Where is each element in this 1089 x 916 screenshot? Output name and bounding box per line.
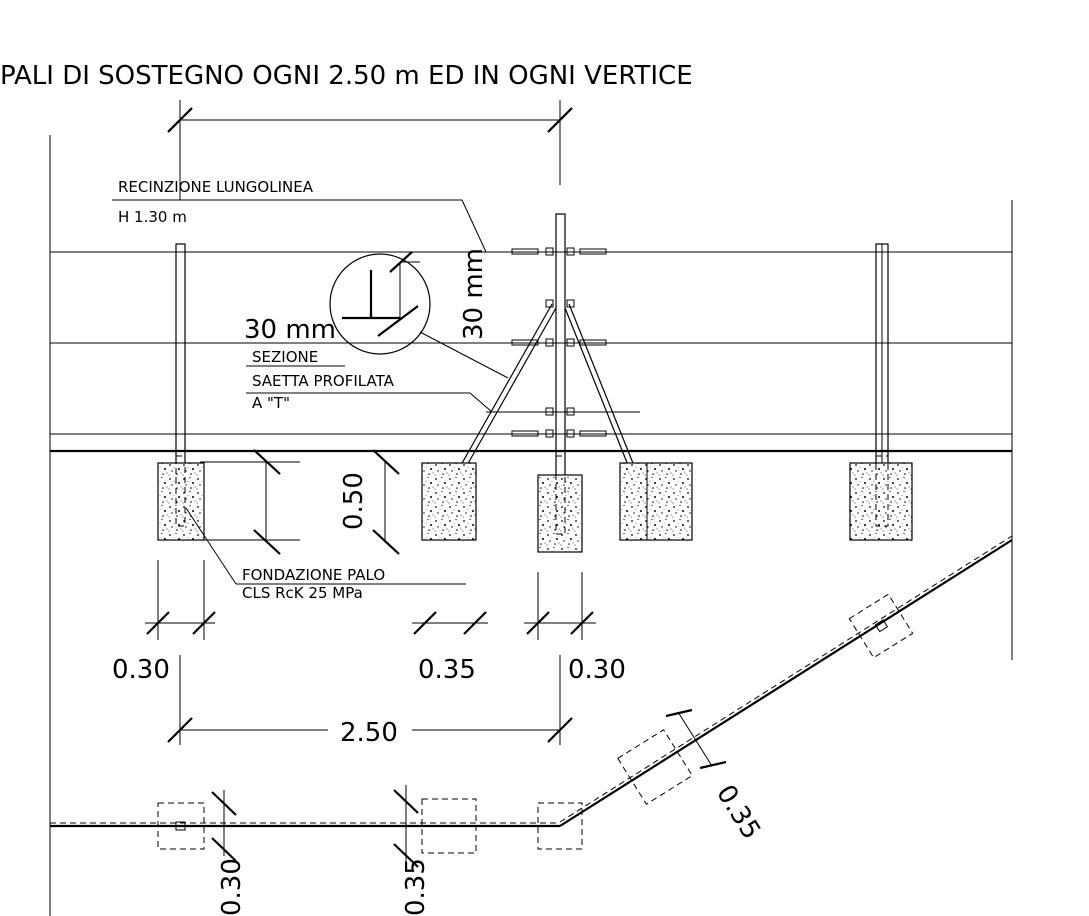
dim-250 bbox=[167, 655, 573, 745]
top-dimension bbox=[167, 100, 573, 200]
plan-dim-035 bbox=[393, 785, 419, 870]
dim-050-label: 0.50 bbox=[339, 472, 369, 530]
plan-dim-030 bbox=[211, 790, 237, 862]
mm-right-label: 30 mm bbox=[459, 248, 489, 340]
foundation-leader bbox=[185, 507, 237, 585]
plan-dim-035-diag bbox=[665, 708, 727, 770]
plan-dim-035-diag-label: 0.35 bbox=[710, 780, 766, 845]
saetta-leader bbox=[469, 392, 493, 413]
embedded-posts bbox=[175, 455, 889, 535]
dim-030-left-label: 0.30 bbox=[112, 655, 170, 685]
cls-label: CLS RcK 25 MPa bbox=[242, 584, 363, 602]
dim-035-mid bbox=[412, 611, 488, 635]
dim-030-left bbox=[145, 560, 216, 640]
mm-left-label: 30 mm bbox=[244, 315, 336, 345]
fence-leader bbox=[461, 199, 487, 253]
plan-fence-line bbox=[50, 535, 1013, 828]
tensioners bbox=[486, 247, 640, 438]
dim-030-right-label: 0.30 bbox=[568, 655, 626, 685]
a-t-label: A "T" bbox=[252, 394, 290, 412]
fence-name-label: RECINZIONE LUNGOLINEA bbox=[118, 178, 314, 196]
fence-wires bbox=[50, 251, 1012, 453]
t-section-detail bbox=[329, 251, 509, 379]
fence-height-label: H 1.30 m bbox=[118, 208, 187, 226]
plan-foundations bbox=[157, 593, 914, 854]
plan-dim-035-label: 0.35 bbox=[401, 858, 431, 916]
dim-030-right bbox=[524, 572, 596, 640]
dim-250-label: 2.50 bbox=[340, 718, 398, 748]
section-word-label: SEZIONE bbox=[252, 348, 318, 366]
foundations bbox=[157, 462, 913, 553]
dim-050 bbox=[200, 449, 400, 555]
plan-dim-030-label: 0.30 bbox=[217, 858, 247, 916]
foundation-label: FONDAZIONE PALO bbox=[242, 566, 385, 584]
dim-035-mid-label: 0.35 bbox=[418, 655, 476, 685]
braces bbox=[447, 303, 644, 491]
drawing-title: PALI DI SOSTEGNO OGNI 2.50 m ED IN OGNI … bbox=[0, 61, 693, 91]
saetta-label: SAETTA PROFILATA bbox=[252, 372, 395, 390]
